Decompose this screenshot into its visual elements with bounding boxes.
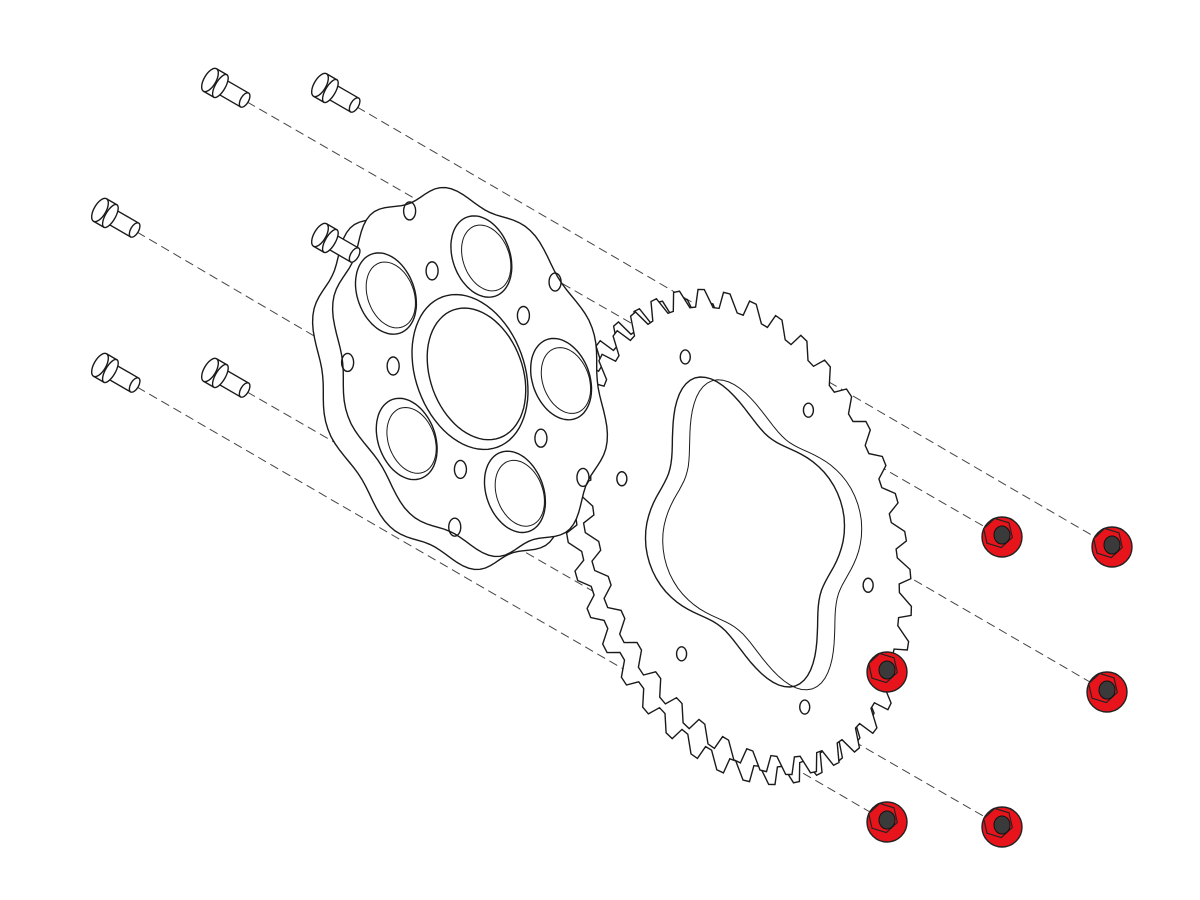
sprocket-teeth <box>577 288 913 776</box>
bolt-tip <box>238 92 251 108</box>
nut-bore <box>1098 680 1116 700</box>
sprocket-center-cutout <box>644 376 846 688</box>
bolt-head-top <box>200 357 220 383</box>
sprocket-bolt-hole <box>679 349 691 365</box>
carrier-stud-hole <box>425 261 439 281</box>
bolt-head-under <box>211 363 229 389</box>
carrier-center-bore <box>411 293 529 451</box>
carrier-hole-depth <box>386 406 437 474</box>
bolt-head-top <box>200 67 220 93</box>
carrier-stud-hole <box>516 305 531 326</box>
sprocket-bolt-hole <box>799 699 811 715</box>
flange-nut <box>981 806 1023 848</box>
sprocket-bolt-hole <box>616 471 628 487</box>
flange-nut <box>866 801 908 843</box>
nut-bore <box>993 815 1011 835</box>
nut-bore <box>993 525 1011 545</box>
bolt-head-top <box>90 197 110 223</box>
bolt <box>310 222 361 263</box>
carrier-lightening-hole <box>375 397 438 481</box>
sprocket <box>560 288 913 786</box>
carrier-rim-hole <box>448 517 462 537</box>
carrier-stud-hole <box>386 356 400 376</box>
bolt <box>200 67 251 108</box>
bolt <box>310 72 361 113</box>
bolt-head-under <box>211 73 229 99</box>
bolt <box>200 357 251 398</box>
bolt <box>90 352 141 393</box>
sprocket-bolt-hole <box>675 646 688 662</box>
bolt-head-top <box>90 352 110 378</box>
bolt-head-under <box>321 78 339 104</box>
sprocket-carrier <box>311 186 609 571</box>
bolt-tip <box>348 247 361 263</box>
carrier-lightening-hole <box>450 215 513 298</box>
nut-bore <box>878 660 896 680</box>
bolt <box>90 197 141 238</box>
carrier-bore-inner <box>426 307 527 441</box>
carrier-stud-hole <box>534 428 548 448</box>
carrier-lightening-hole <box>354 252 418 335</box>
carrier-rim-hole <box>340 352 355 373</box>
carrier-stud-hole <box>453 459 468 480</box>
carrier-rim-hole <box>402 201 417 221</box>
nut-bore <box>1103 535 1121 555</box>
carrier-hole-depth <box>540 347 592 414</box>
carrier-rim-hole <box>548 272 562 292</box>
bolt-tip <box>128 377 141 393</box>
carrier-hole-depth <box>365 261 416 329</box>
carrier-face <box>331 186 609 558</box>
bolt-tip <box>128 222 141 238</box>
carrier-lightening-hole <box>530 337 593 421</box>
sprocket-bolt-hole <box>862 577 874 593</box>
flange-nut <box>1091 526 1133 568</box>
bolt-head-under <box>321 228 339 254</box>
bolt-head-top <box>310 222 330 248</box>
bolt-head-under <box>101 358 119 384</box>
carrier-rim-hole <box>576 467 590 488</box>
bolt-tip <box>348 97 361 113</box>
bolt-head-top <box>310 72 330 98</box>
bolt-tip <box>238 382 251 398</box>
flange-nut <box>1086 671 1128 713</box>
sprocket-cutout-depth <box>662 379 863 691</box>
flange-nut <box>866 651 908 693</box>
sprocket-bolt-hole <box>802 402 815 418</box>
carrier-lightening-hole <box>483 450 547 534</box>
carrier-hole-depth <box>461 224 512 292</box>
flange-nut <box>981 516 1023 558</box>
bolt-head-under <box>101 203 119 229</box>
carrier-hole-depth <box>494 459 545 527</box>
nut-bore <box>878 810 896 830</box>
